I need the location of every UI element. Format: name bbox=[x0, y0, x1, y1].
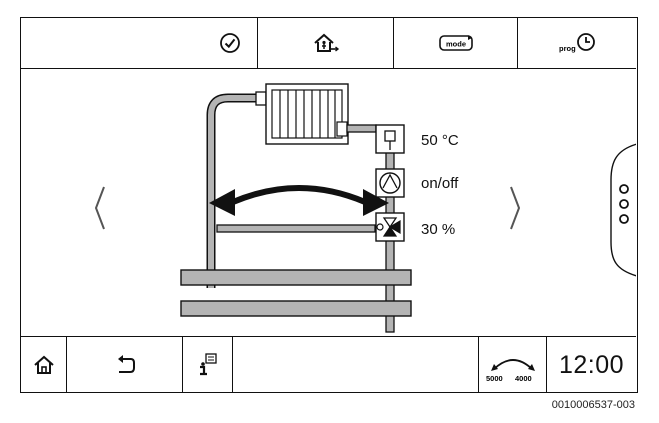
top-bar: mode prog bbox=[21, 18, 636, 69]
program-button[interactable]: prog bbox=[517, 18, 637, 68]
mixer-value: 30 % bbox=[421, 221, 456, 238]
chevron-right-icon[interactable] bbox=[510, 186, 521, 230]
three-dots-vertical-icon[interactable] bbox=[619, 184, 629, 224]
back-button[interactable] bbox=[67, 337, 183, 393]
floor-slab-upper bbox=[180, 269, 412, 286]
program-label: prog bbox=[559, 44, 576, 53]
gauge-arc-icon: 5000 4000 bbox=[486, 359, 535, 383]
left-pipe bbox=[206, 93, 257, 288]
pump-status-value: on/off bbox=[421, 175, 459, 192]
display-frame: mode prog bbox=[20, 17, 638, 393]
home-icon bbox=[33, 355, 54, 374]
mode-button[interactable]: mode bbox=[393, 18, 517, 68]
temperature-sensor-icon bbox=[375, 124, 405, 154]
gauge-low-label: 5000 bbox=[486, 374, 503, 383]
gauge-high-label: 4000 bbox=[515, 374, 532, 383]
info-icon bbox=[199, 353, 217, 376]
clock-time: 12:00 bbox=[558, 350, 625, 379]
figure-code: 0010006537-003 bbox=[551, 399, 635, 411]
floor-slab-lower bbox=[180, 300, 412, 317]
swipe-double-arrow-icon bbox=[209, 185, 389, 216]
mode-icon: mode bbox=[438, 35, 473, 51]
home-button[interactable] bbox=[21, 337, 67, 393]
info-button[interactable] bbox=[183, 337, 233, 393]
gauge-button[interactable]: 5000 4000 bbox=[479, 337, 547, 393]
heating-diagram bbox=[94, 83, 636, 333]
clock-button[interactable]: 12:00 bbox=[547, 337, 636, 393]
side-menu-tab[interactable] bbox=[610, 143, 636, 277]
mixer-valve-icon bbox=[375, 212, 405, 242]
outlet-pipe bbox=[346, 124, 377, 133]
pump-icon bbox=[375, 168, 405, 198]
radiator bbox=[255, 83, 349, 145]
program-clock-icon: prog bbox=[559, 33, 595, 53]
house-person-button[interactable] bbox=[257, 18, 393, 68]
bypass-pipe bbox=[216, 224, 376, 233]
chevron-left-icon[interactable] bbox=[94, 186, 105, 230]
status-spacer bbox=[233, 337, 479, 393]
house-person-icon bbox=[313, 33, 339, 52]
back-arrow-icon bbox=[117, 355, 135, 373]
confirm-icon bbox=[220, 33, 240, 53]
confirm-button[interactable] bbox=[203, 18, 257, 68]
mode-label: mode bbox=[445, 40, 465, 49]
temperature-value: 50 °C bbox=[421, 132, 459, 149]
bottom-bar: 5000 4000 12:00 bbox=[21, 336, 636, 393]
